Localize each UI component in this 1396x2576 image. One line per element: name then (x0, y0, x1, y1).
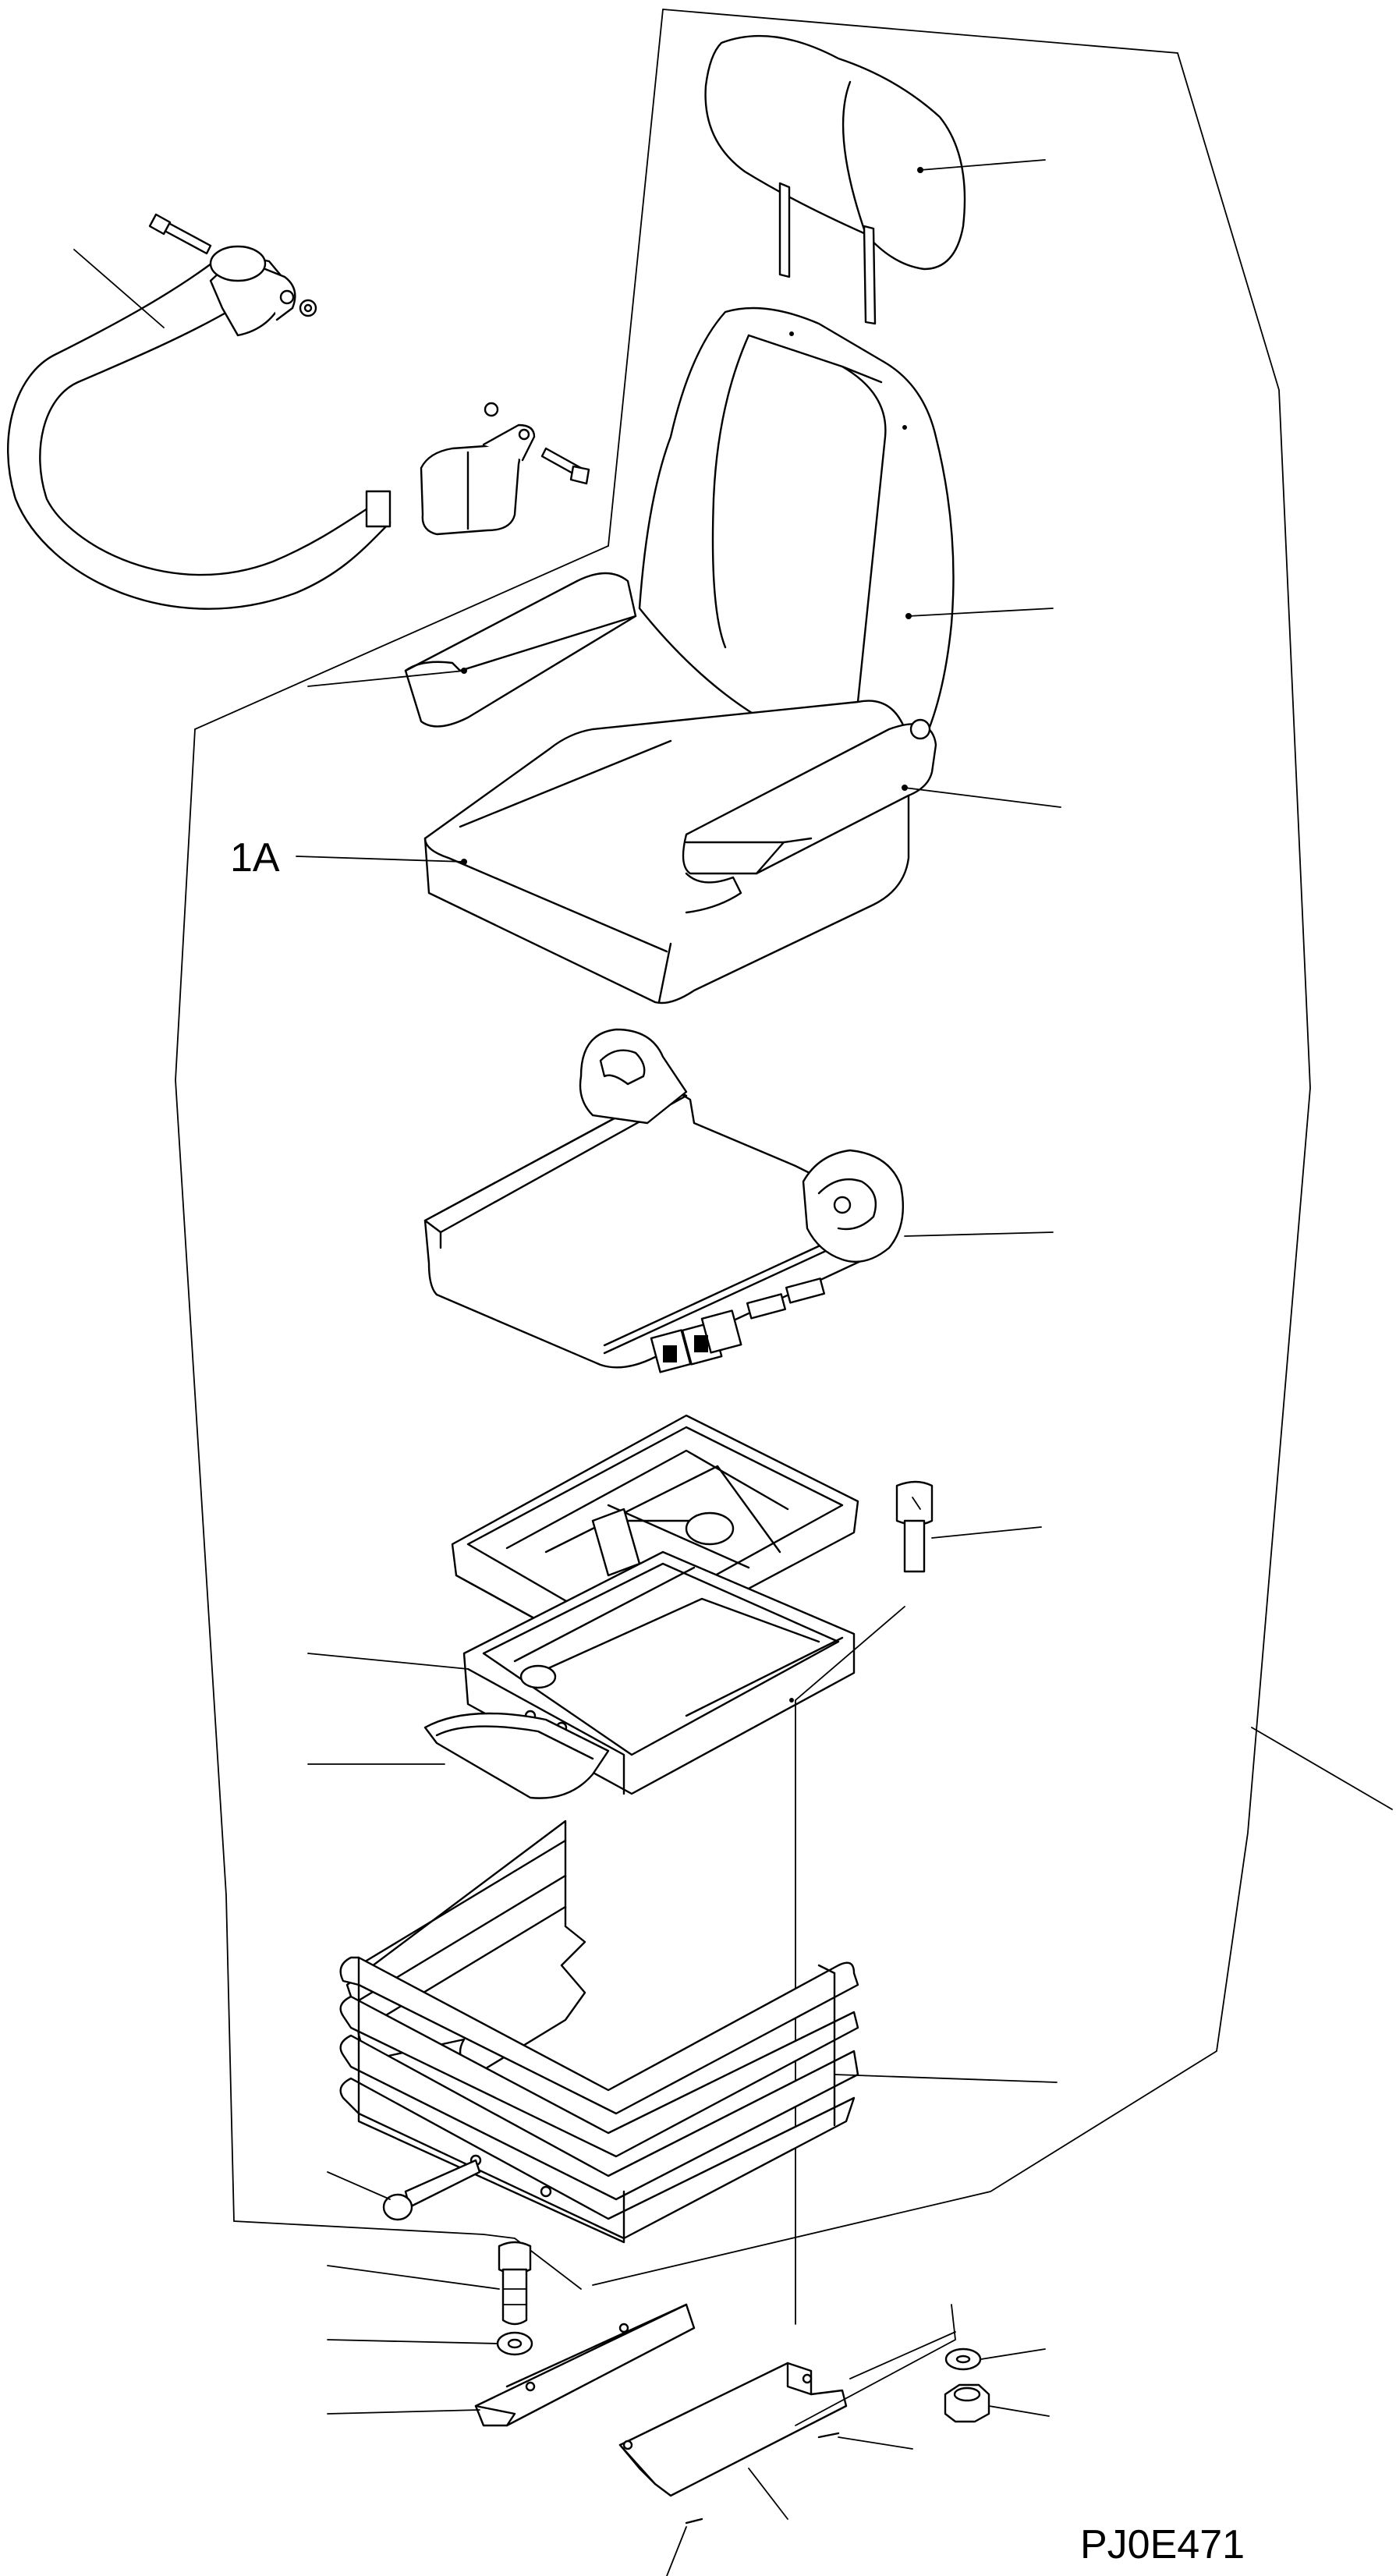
seat-cushion: 1A (230, 700, 910, 1005)
belt-buckle (420, 443, 521, 536)
right-bracket (618, 2362, 848, 2497)
drawing-code: PJ0E471 (1080, 2522, 1245, 2567)
seat-slide-frame (423, 1028, 1054, 1373)
headrest (704, 34, 1046, 325)
seat-back (638, 306, 1054, 754)
suspension-mechanism (307, 1414, 1042, 2325)
mounting-hardware (327, 2241, 1050, 2576)
right-armrest (682, 718, 1061, 914)
control-switches (650, 1277, 826, 1373)
seat-belt (6, 213, 590, 610)
bellows-cover (327, 1819, 1058, 2244)
washer-2 (484, 402, 499, 417)
pin (404, 2159, 481, 2209)
callout-1A: 1A (230, 835, 280, 881)
left-armrest (307, 572, 637, 728)
belt-tongue (365, 490, 392, 528)
assembly-boundary-outline (175, 9, 1393, 2290)
long-bolt-head (895, 1480, 934, 1526)
